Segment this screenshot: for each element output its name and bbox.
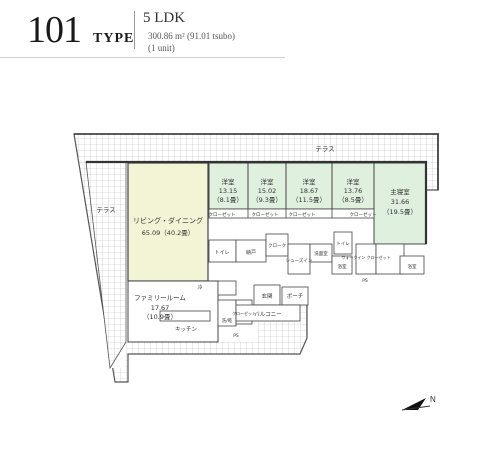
type-number: 101 [27,9,82,51]
bath-2 [399,255,425,275]
ps2-label: PS [362,278,368,284]
bedroom-4 [331,162,375,210]
bed4-tatami: （8.5畳） [338,196,368,204]
pantry-label: 冷 [197,284,202,291]
closet2-label: クローゼット [252,211,279,218]
walkin-label: ウォークイン クローゼット [341,254,390,260]
left-terrace [85,161,127,370]
cloak-label: クローク [268,243,286,249]
balcony-room [235,304,301,322]
bed3-tatami: （11.5畳） [292,196,326,204]
washroom-2 [375,243,405,275]
bed2-tatami: （9.3畳） [252,196,282,204]
closet5-label: クローゼット [232,310,256,316]
north-arrow-icon: N [401,395,436,411]
bed4-name: 洋室 [347,177,361,186]
storage-label: 納戸 [246,249,256,256]
bed1-tatami: （8.1畳） [213,196,243,204]
shoes-label: シューズイン [286,257,313,264]
master-name: 主寝室 [390,187,410,196]
plan-header: 101 TYPE 5 LDK 300.86 m² (91.01 tsubo) (… [0,0,285,58]
bath1-label: 浴室 [338,263,347,270]
bed1-size: 13.15 [219,187,238,195]
bath2-label: 浴室 [408,263,417,270]
header-divider [134,11,135,49]
washroom [309,243,333,263]
terrace-top-label: テラス [315,145,334,153]
area-label: 300.86 m² (91.01 tsubo) [148,31,235,41]
layout-label: 5 LDK [143,10,186,26]
family-tatami: （10.9畳） [143,313,177,321]
toilet-2 [333,231,353,255]
living-name: リビング・ダイニング [133,216,203,225]
toilet2-label: トイレ [336,242,350,247]
type-word: TYPE [93,31,135,46]
master-tatami: （19.5畳） [383,208,417,216]
living-size: 65.09（40.2畳） [142,229,195,237]
bed2-size: 15.02 [258,187,277,195]
bed4-size: 13.76 [344,187,363,195]
porch-label: ポーチ [287,293,304,300]
fridge-space [217,280,237,296]
bed3-name: 洋室 [303,177,317,186]
closet3-label: クローゼット [289,211,316,218]
family-size: 17.67 [151,304,170,312]
kitchen-label: キッチン [175,326,198,333]
ps1-label: PS [233,333,239,339]
kitchen-counter [159,310,211,322]
compass-label: N [430,395,436,404]
units-label: (1 unit) [148,43,175,53]
family-name: ファミリールーム [134,294,186,302]
header-rule [0,57,285,58]
laundry-label: 洗/乾 [222,317,233,324]
bath-1 [331,255,353,275]
balcony-label: バルコニー [254,311,281,318]
entrance-label: 玄関 [261,292,273,300]
washroom-label: 洗面室 [314,250,328,257]
closet1-label: クローゼット [209,211,236,218]
bed1-name: 洋室 [222,177,236,186]
terrace-left-label: テラス [96,206,115,214]
bed2-name: 洋室 [261,177,275,186]
closet4-label: クローゼット [350,211,377,218]
bed3-size: 18.67 [300,187,319,195]
master-size: 31.66 [391,198,410,206]
closet-strip [208,208,375,219]
toilet1-label: トイレ [214,250,229,256]
